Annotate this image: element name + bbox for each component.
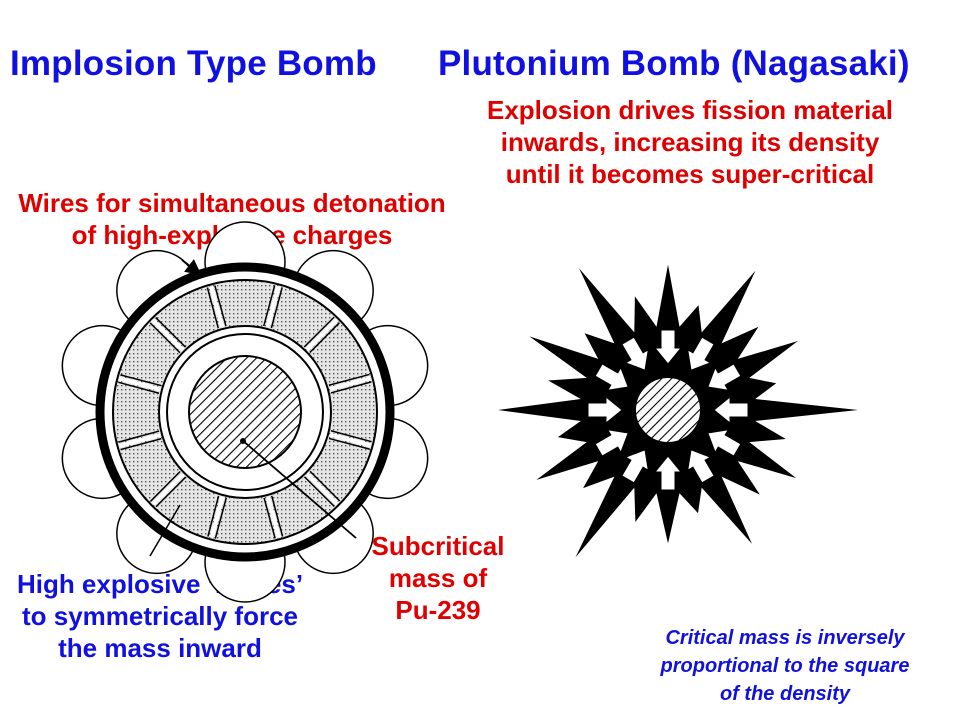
inward-arrow bbox=[713, 395, 749, 425]
lens-divider-line bbox=[270, 287, 283, 329]
explosion-note-line-1: Explosion drives fission material bbox=[486, 95, 894, 125]
inward-arrow-shape bbox=[713, 395, 749, 425]
subcritical-label-line-3: Pu-239 bbox=[395, 595, 481, 625]
lens-divider-gap bbox=[209, 496, 225, 539]
title-implosion-type-bomb: Implosion Type Bomb bbox=[10, 44, 377, 83]
subcritical-pointer-dot bbox=[240, 438, 246, 444]
inward-arrow-shape bbox=[707, 363, 742, 391]
lens-divider-gap bbox=[151, 318, 185, 352]
lens-divider-line bbox=[150, 470, 181, 502]
title-plutonium-bomb: Plutonium Bomb (Nagasaki) bbox=[438, 44, 910, 83]
lenses-label-line-2: to symmetrically force bbox=[21, 601, 298, 631]
lens-divider-gap bbox=[329, 432, 372, 448]
lens-divider-line bbox=[330, 430, 372, 443]
lens-divider-line bbox=[214, 497, 227, 539]
lens-divider-line bbox=[120, 438, 162, 451]
wires-label-line-1: Wires for simultaneous detonation bbox=[18, 188, 446, 218]
inward-arrow-shape bbox=[687, 336, 715, 371]
lens-divider-line bbox=[214, 285, 227, 327]
lens-divider-line bbox=[207, 495, 220, 537]
inward-arrow bbox=[594, 429, 629, 457]
implosion-explosion-star bbox=[498, 264, 858, 558]
subcritical-label: Subcritical mass of Pu-239 bbox=[358, 530, 518, 626]
explosion-note-line-3: until it becomes super-critical bbox=[505, 159, 875, 189]
compressed-core bbox=[634, 376, 702, 444]
lens-divider-line bbox=[328, 373, 370, 386]
inward-arrow-shape bbox=[653, 329, 683, 365]
inward-arrow bbox=[653, 455, 683, 491]
lens-divider-line bbox=[271, 495, 284, 537]
wires-pointer-arrow bbox=[181, 259, 202, 276]
inward-arrow-shape bbox=[621, 449, 649, 484]
inward-arrow-shape bbox=[594, 363, 629, 391]
implosion-bomb-cross-section bbox=[61, 221, 429, 603]
lens-divider-line bbox=[303, 316, 335, 348]
lens-divider-gap bbox=[265, 496, 281, 539]
lens-divider-line bbox=[263, 497, 276, 539]
lens-divider-line bbox=[309, 470, 341, 502]
lens-pointer-line bbox=[149, 504, 181, 557]
inward-arrow bbox=[707, 363, 742, 391]
lens-divider-line bbox=[149, 322, 181, 354]
lens-divider-gap bbox=[209, 285, 225, 328]
lens-divider-line bbox=[120, 374, 162, 387]
lens-divider-gap bbox=[265, 285, 281, 328]
density-note-line-2: proportional to the square bbox=[660, 655, 910, 677]
lens-divider-gap bbox=[305, 472, 339, 506]
inward-arrow-shape bbox=[594, 429, 629, 457]
lens-divider-line bbox=[328, 437, 370, 450]
lens-divider-line bbox=[118, 430, 160, 443]
inward-arrow-shape bbox=[653, 455, 683, 491]
explosion-note-line-2: inwards, increasing its density bbox=[500, 127, 880, 157]
inward-arrow bbox=[653, 329, 683, 365]
inward-arrow bbox=[621, 449, 649, 484]
inner-shell-line bbox=[166, 333, 324, 491]
inward-arrow-shape bbox=[587, 395, 623, 425]
wires-label: Wires for simultaneous detonation of hig… bbox=[2, 187, 462, 251]
lens-divider-line bbox=[155, 476, 187, 508]
lens-divider-line bbox=[206, 287, 219, 329]
lens-divider-line bbox=[155, 317, 187, 348]
lens-divider-line bbox=[118, 381, 160, 394]
explosion-note: Explosion drives fission material inward… bbox=[470, 94, 910, 190]
inward-arrow bbox=[621, 336, 649, 371]
density-note-line-3: of the density bbox=[719, 683, 850, 705]
inward-arrow-shape bbox=[621, 336, 649, 371]
lens-divider-gap bbox=[305, 318, 339, 352]
lens-divider-gap bbox=[118, 376, 161, 392]
inward-arrow bbox=[587, 395, 623, 425]
lens-divider-line bbox=[330, 381, 372, 394]
inward-arrow bbox=[594, 363, 629, 391]
lenses-label-line-3: the mass inward bbox=[58, 633, 262, 663]
inward-arrow bbox=[687, 336, 715, 371]
lens-divider-gap bbox=[118, 432, 161, 448]
inward-arrow bbox=[707, 429, 742, 457]
subcritical-label-line-1: Subcritical bbox=[371, 531, 505, 561]
density-note: Critical mass is inversely proportional … bbox=[620, 624, 950, 708]
lens-divider-gap bbox=[329, 376, 372, 392]
subcritical-label-line-2: mass of bbox=[388, 563, 488, 593]
lens-divider-line bbox=[309, 322, 340, 354]
plutonium-core bbox=[188, 355, 302, 469]
lens-dividers bbox=[118, 285, 372, 539]
lens-divider-line bbox=[263, 285, 276, 327]
inward-force-arrows bbox=[587, 329, 749, 491]
inward-arrow bbox=[687, 449, 715, 484]
lens-divider-gap bbox=[151, 472, 185, 506]
lens-divider-line bbox=[303, 476, 335, 507]
inward-arrow-shape bbox=[707, 429, 742, 457]
subcritical-pointer-line bbox=[241, 439, 357, 539]
density-note-line-1: Critical mass is inversely bbox=[665, 627, 905, 649]
inward-arrow-shape bbox=[687, 449, 715, 484]
